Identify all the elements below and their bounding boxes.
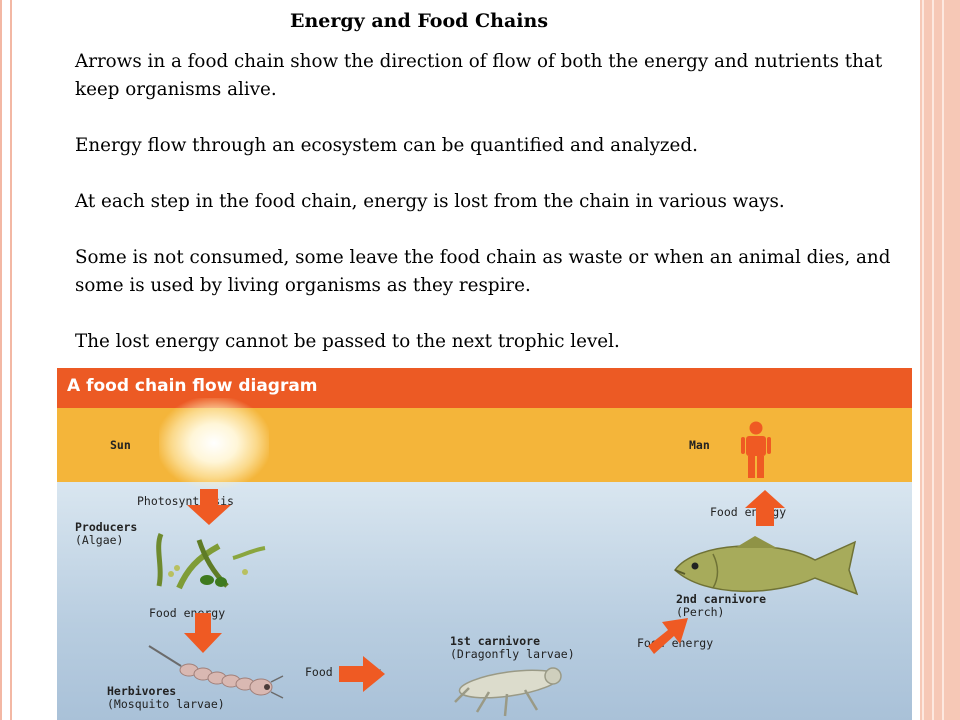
food-chain-diagram: A food chain flow diagram Sun Man Photos… xyxy=(57,368,912,720)
producers-sublabel: (Algae) xyxy=(75,533,124,547)
paragraph-energy-lost: At each step in the food chain, energy i… xyxy=(75,191,785,212)
sun-label: Sun xyxy=(110,438,131,452)
photosynthesis-arrow-icon xyxy=(187,489,231,525)
herbivores-sublabel: (Mosquito larvae) xyxy=(107,697,225,711)
mosquito-larva-icon xyxy=(148,645,284,699)
food-energy-arrow-up-icon xyxy=(745,490,785,526)
person-icon xyxy=(741,421,771,478)
paragraph-lost-energy: The lost energy cannot be passed to the … xyxy=(75,331,620,352)
first-carnivore-label: 1st carnivore xyxy=(450,634,541,648)
slide-border-left-outer xyxy=(0,0,2,720)
sun-glow-icon xyxy=(159,398,269,488)
second-carnivore-label: 2nd carnivore xyxy=(676,592,767,606)
diagram-title: A food chain flow diagram xyxy=(67,376,318,396)
perch-fish-icon xyxy=(674,536,859,596)
first-carnivore-sublabel: (Dragonfly larvae) xyxy=(450,647,575,661)
herbivores-label: Herbivores xyxy=(107,684,177,698)
paragraph-arrows: Arrows in a food chain show the directio… xyxy=(75,51,883,100)
slide-body: Arrows in a food chain show the directio… xyxy=(75,48,925,356)
algae-icon xyxy=(156,533,266,590)
slide-border-left-inner xyxy=(10,0,12,720)
food-energy-arrow-right-icon xyxy=(339,656,385,692)
man-label: Man xyxy=(689,438,710,452)
food-energy-arrow-diagonal-icon xyxy=(648,618,688,654)
second-carnivore-sublabel: (Perch) xyxy=(676,605,725,619)
paragraph-ways-lost: Some is not consumed, some leave the foo… xyxy=(75,247,891,296)
producers-label: Producers xyxy=(75,520,138,534)
food-energy-arrow-down-icon xyxy=(184,613,222,653)
slide-border-right xyxy=(920,0,960,720)
dragonfly-larva-icon xyxy=(454,667,562,717)
slide-title: Energy and Food Chains xyxy=(290,10,549,32)
paragraph-energy-flow: Energy flow through an ecosystem can be … xyxy=(75,135,698,156)
